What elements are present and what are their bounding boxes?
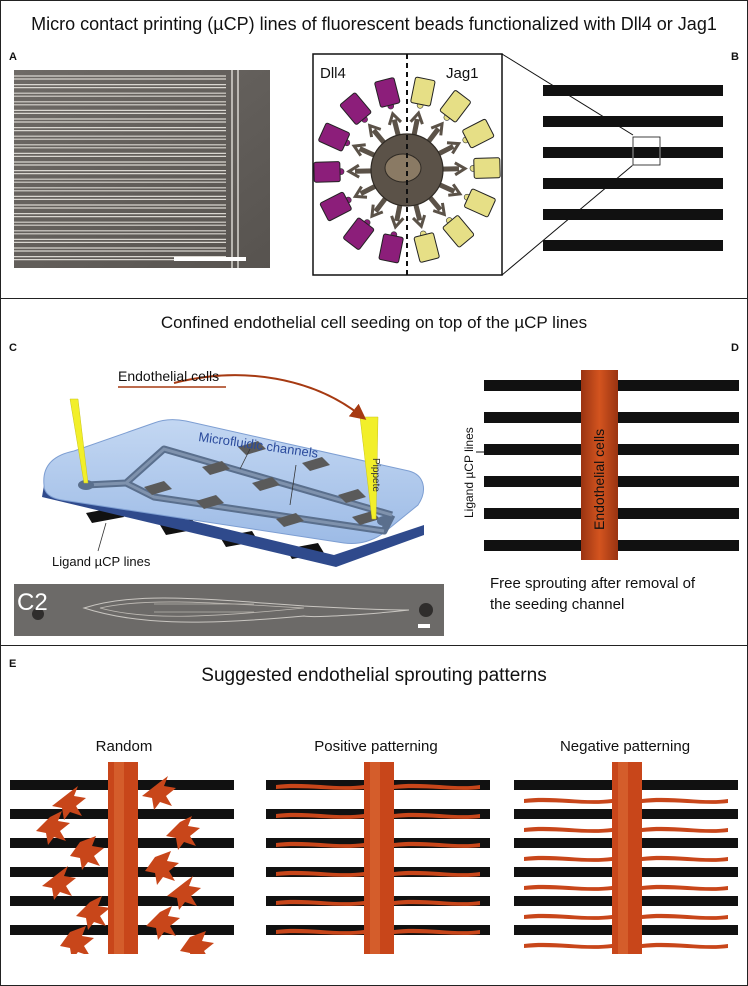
- dll4-ligand: [339, 92, 372, 125]
- dll4-ligand: [378, 233, 404, 264]
- sprout: [145, 851, 179, 885]
- endothelial-cells-vertical-label: Endothelial cells: [591, 429, 607, 530]
- sprout: [524, 942, 612, 949]
- c2-label: C2: [17, 589, 48, 616]
- endothelial-cells-label: Endothelial cells: [118, 368, 219, 384]
- sprout: [524, 884, 612, 891]
- free-sprouting-caption: Free sprouting after removal of the seed…: [490, 575, 696, 613]
- panel-c-letter: C: [9, 342, 17, 354]
- panel-a-micrograph: [14, 70, 270, 268]
- sprout: [642, 797, 728, 804]
- sprout: [166, 816, 200, 850]
- sprout: [524, 913, 612, 920]
- jag1-ligand: [464, 188, 496, 218]
- jag1-ligand: [462, 118, 495, 149]
- sprout: [524, 855, 612, 862]
- panel-d-diagram: Endothelial cells Ligand µCP lines: [462, 370, 739, 560]
- sprout: [394, 928, 480, 935]
- sprout: [276, 928, 364, 935]
- section-1-title: Micro contact printing (µCP) lines of fl…: [31, 14, 717, 34]
- section-3-title: Suggested endothelial sprouting patterns: [201, 665, 547, 686]
- pattern-positive-diagram: [266, 762, 490, 954]
- ligand-stripe: [543, 209, 723, 220]
- dll4-ligand: [313, 161, 341, 183]
- panel-b-letter: B: [731, 51, 739, 63]
- sprout: [180, 931, 214, 954]
- sprout: [276, 841, 364, 848]
- sprout: [394, 812, 480, 819]
- sprout: [394, 841, 480, 848]
- ligand-stripe: [543, 116, 723, 127]
- sprout: [524, 797, 612, 804]
- sprout: [394, 899, 480, 906]
- sprout: [36, 811, 70, 845]
- sprout: [142, 776, 176, 810]
- dll4-ligand: [343, 217, 375, 250]
- right-pipette-icon: [359, 416, 379, 520]
- ligand-lines-vertical-label: Ligand µCP lines: [462, 427, 476, 518]
- dll4-ligand: [319, 191, 352, 222]
- pattern-negative-diagram: [514, 762, 738, 954]
- ligand-stripe: [543, 85, 723, 96]
- pattern-label-positive: Positive patterning: [314, 738, 438, 755]
- sprout: [524, 826, 612, 833]
- sprout: [76, 896, 110, 930]
- panel-e-letter: E: [9, 658, 17, 670]
- sprout: [167, 876, 201, 910]
- panel-a-letter: A: [9, 51, 17, 63]
- ligand-stripe: [543, 240, 723, 251]
- left-pipette-icon: [69, 398, 89, 484]
- panel-c-chip: Endothelial cells Microfluidic channels …: [42, 368, 424, 569]
- pattern-random-diagram: [10, 762, 234, 954]
- sprout: [42, 866, 76, 900]
- sprout: [276, 783, 364, 790]
- sprout: [642, 855, 728, 862]
- panel-c2-micrograph: C2: [14, 584, 444, 636]
- sprout: [276, 899, 364, 906]
- dll4-ligand: [318, 122, 350, 152]
- panel-b-diagram: Dll4 Jag1: [312, 53, 723, 276]
- panel-d-letter: D: [731, 342, 739, 354]
- jag1-ligand: [439, 90, 471, 123]
- sprout: [276, 812, 364, 819]
- jag1-ligand: [442, 215, 475, 248]
- sprout: [642, 913, 728, 920]
- sprout: [52, 786, 86, 820]
- jag1-ligand: [413, 232, 440, 263]
- pattern-label-random: Random: [95, 738, 153, 755]
- dll4-label: Dll4: [320, 65, 346, 82]
- sprout: [394, 870, 480, 877]
- sprout: [394, 783, 480, 790]
- jag1-ligand: [473, 157, 501, 179]
- sprout: [642, 826, 728, 833]
- jag1-label: Jag1: [446, 65, 479, 82]
- sprout: [642, 884, 728, 891]
- ligand-lines-label: Ligand µCP lines: [52, 554, 151, 569]
- sprout: [276, 870, 364, 877]
- pipette-label: Pippete: [370, 458, 381, 492]
- pattern-label-negative: Negative patterning: [559, 738, 691, 755]
- sprout: [146, 906, 180, 940]
- dll4-ligand: [374, 77, 401, 108]
- sprout: [70, 836, 104, 870]
- ligand-stripe: [543, 178, 723, 189]
- section-2-title: Confined endothelial cell seeding on top…: [160, 313, 588, 332]
- jag1-ligand: [410, 76, 436, 107]
- scale-bar: [174, 257, 246, 261]
- sprout: [642, 942, 728, 949]
- sprout: [60, 926, 94, 954]
